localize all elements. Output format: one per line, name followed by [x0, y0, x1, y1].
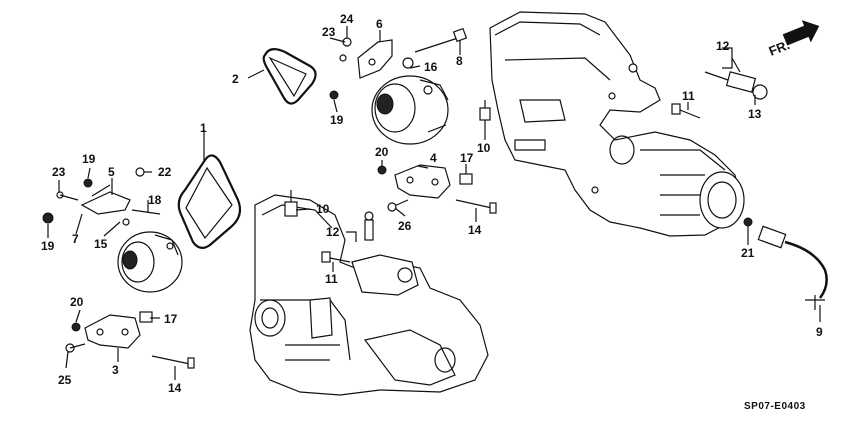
callout-20-lower: 20 [70, 295, 84, 309]
callout-22: 22 [158, 165, 172, 179]
callout-23-left: 23 [52, 165, 66, 179]
direction-label: FR. [767, 37, 792, 59]
callout-20-upper: 20 [375, 145, 389, 159]
leader-lines [47, 26, 821, 380]
alternator-lower [117, 231, 183, 293]
bracket-left [80, 184, 131, 215]
bracket-upper [357, 39, 393, 79]
callout-11-lower: 11 [325, 272, 338, 286]
switch-13 [704, 71, 768, 100]
callout-14-lower: 14 [168, 381, 182, 395]
bracket-mid [394, 164, 451, 199]
callout-26: 26 [398, 219, 412, 233]
bolt-18 [131, 209, 161, 215]
callout-11-upper: 11 [682, 89, 695, 103]
sensor-10-upper [479, 100, 491, 121]
bolt-upper-long [414, 27, 468, 53]
v-belt-upper [262, 48, 317, 105]
callout-10-lower: 10 [316, 202, 330, 216]
alternator-upper [371, 75, 449, 145]
callout-3: 3 [112, 363, 119, 377]
bracket-lower [84, 314, 141, 349]
callout-19-upper: 19 [330, 113, 344, 127]
housing-lower [351, 254, 419, 296]
callout-18: 18 [148, 193, 162, 207]
sensor-12-lower [364, 211, 374, 241]
callout-1: 1 [200, 121, 207, 135]
callout-12-lower: 12 [326, 225, 340, 239]
bolt-26 [387, 199, 409, 212]
callout-2: 2 [232, 72, 239, 86]
callout-12-upper: 12 [716, 39, 730, 53]
engine-block-upper [489, 11, 745, 237]
callout-8: 8 [456, 54, 463, 68]
sensor-11-lower [321, 251, 351, 263]
callout-23-upper: 23 [322, 25, 336, 39]
callout-21: 21 [741, 246, 755, 260]
callout-19-left: 19 [82, 152, 96, 166]
callout-5: 5 [108, 165, 115, 179]
callout-24: 24 [340, 12, 354, 26]
v-belt-lower [177, 154, 242, 249]
callout-14-upper: 14 [468, 223, 482, 237]
bolt-14-lower [151, 355, 195, 369]
sensor-11-upper [671, 103, 701, 119]
engine-block-lower [249, 194, 489, 396]
callout-4: 4 [430, 151, 437, 165]
callout-17-lower: 17 [164, 312, 178, 326]
callout-7: 7 [72, 232, 79, 246]
speedometer-cable [757, 225, 828, 310]
callout-16: 16 [424, 60, 438, 74]
front-direction-arrow [782, 20, 820, 46]
bolt-14-upper [455, 199, 497, 214]
callout-6: 6 [376, 17, 383, 31]
drawing-code: SP07-E0403 [744, 401, 806, 412]
callout-19-lower: 19 [41, 239, 55, 253]
callout-labels: 2 1 3 4 5 6 7 8 9 10 10 11 11 12 12 13 1… [41, 12, 823, 395]
callout-9: 9 [816, 325, 823, 339]
callout-13: 13 [748, 107, 762, 121]
callout-25: 25 [58, 373, 72, 387]
callout-17-upper: 17 [460, 151, 474, 165]
callout-15: 15 [94, 237, 108, 251]
callout-10-upper: 10 [477, 141, 491, 155]
sensor-10-lower [284, 190, 298, 217]
